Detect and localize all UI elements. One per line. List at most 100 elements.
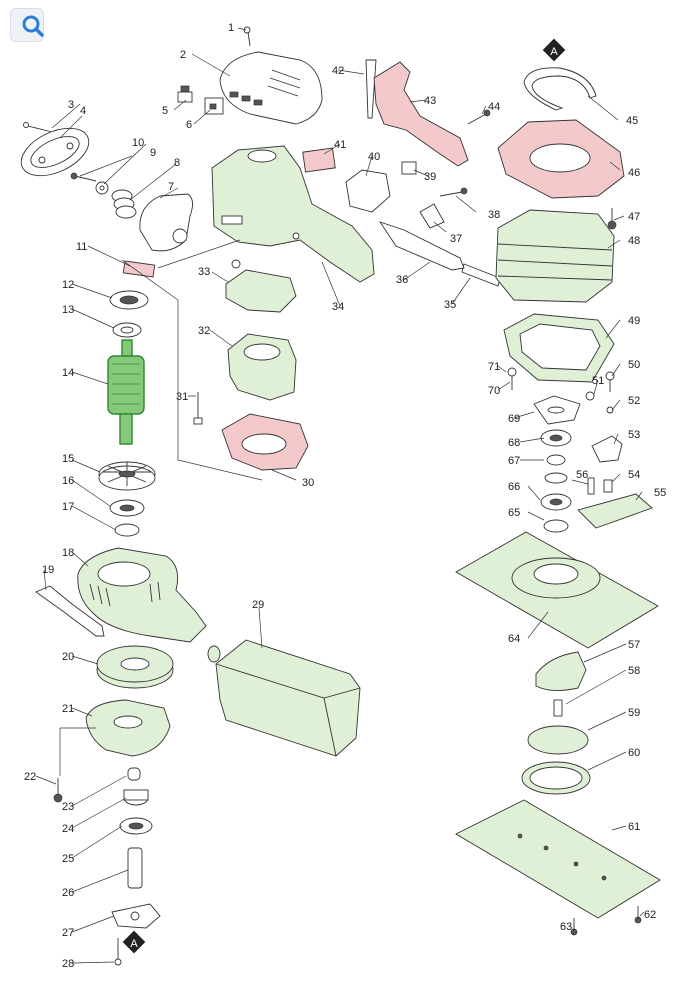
part-screw-22[interactable] [53,778,63,803]
part-screw-71[interactable] [507,367,517,390]
part-screw-50[interactable] [605,371,615,392]
callout-24: 24 [62,823,74,835]
callout-23: 23 [62,801,74,813]
part-arm-53[interactable] [591,435,623,463]
part-bellows-48[interactable] [495,209,615,303]
callout-54: 54 [628,469,640,481]
part-screw-42[interactable] [365,59,377,119]
part-switch-40[interactable] [345,169,391,213]
part-ring-68[interactable] [546,454,566,466]
part-bearing-69[interactable] [540,429,572,447]
part-clamp-37[interactable] [419,203,445,229]
part-weight-57[interactable] [535,651,587,691]
callout-66: 66 [508,481,520,493]
part-gear-20[interactable] [96,645,174,689]
part-plate-27[interactable] [111,903,161,929]
part-top-cover-2[interactable] [219,51,323,125]
callout-19: 19 [42,564,54,576]
part-clip-45[interactable] [523,67,597,111]
callout-65: 65 [508,507,520,519]
part-screw-1[interactable] [243,26,251,47]
marker-a-top: A [542,38,566,62]
callout-30: 30 [302,477,314,489]
part-spring-8[interactable] [111,189,137,219]
part-fan-gear-15[interactable] [98,461,156,491]
part-screw-31[interactable] [193,392,203,425]
callout-16: 16 [62,475,74,487]
callout-5: 5 [162,105,168,117]
part-screw-28[interactable] [114,938,122,966]
svg-text:A: A [550,46,558,58]
callout-12: 12 [62,279,74,291]
part-brush-holder-33[interactable] [225,259,297,313]
part-rod-35[interactable] [461,263,501,287]
callout-10: 10 [132,137,144,149]
part-gasket-49[interactable] [503,313,615,383]
part-screw-3[interactable] [23,122,53,133]
part-switch-5[interactable] [177,85,193,103]
part-bushing-23[interactable] [127,767,141,781]
part-spindle-26[interactable] [127,847,143,889]
callout-37: 37 [450,233,462,245]
callout-57: 57 [628,639,640,651]
part-ring-17[interactable] [114,523,140,537]
part-label-41[interactable] [302,147,336,173]
part-bearing-12[interactable] [109,290,149,310]
callout-2: 2 [180,49,186,61]
part-base-46[interactable] [497,119,625,199]
marker-a-bottom: A [122,930,146,954]
callout-11: 11 [76,241,87,253]
callout-26: 26 [62,887,74,899]
part-armature-14[interactable] [107,339,145,445]
part-screw-10[interactable] [70,172,97,182]
part-field-32[interactable] [227,333,297,401]
search-button[interactable] [10,8,44,42]
callout-56: 56 [576,469,588,481]
part-fan-housing-7[interactable] [139,193,193,252]
part-screw-47[interactable] [607,208,617,230]
part-washer-9[interactable] [95,181,109,195]
part-lever-19[interactable] [35,585,105,637]
callout-43: 43 [424,95,436,107]
part-sleeve-24[interactable] [123,789,149,806]
part-terminal-39[interactable] [401,161,417,175]
part-pin-56[interactable] [587,477,595,495]
part-plate-55[interactable] [577,493,653,529]
part-screw-58[interactable] [553,699,563,717]
part-gear-housing-18[interactable] [77,547,207,643]
callout-9: 9 [150,147,156,159]
part-bearing-25[interactable] [119,817,153,835]
svg-text:A: A [130,938,138,950]
part-handle-43[interactable] [373,61,469,167]
part-pad-61[interactable] [455,799,661,919]
part-screw-44[interactable] [467,109,491,125]
part-ring-13[interactable] [112,322,142,338]
part-screw-38[interactable] [439,187,468,197]
part-housing-34[interactable] [211,145,375,283]
part-bearing-66[interactable] [540,493,572,511]
callout-53: 53 [628,429,640,441]
part-screw-62[interactable] [634,906,642,924]
callout-28: 28 [62,958,74,970]
callout-39: 39 [424,171,436,183]
callout-47: 47 [628,211,640,223]
part-ring-67[interactable] [544,472,568,484]
part-frame-30[interactable] [221,413,309,471]
part-bearing-16[interactable] [109,499,145,517]
part-label-11[interactable] [122,260,156,278]
part-oval-plate-4[interactable] [14,119,96,186]
part-base-plate-64[interactable] [455,531,659,649]
part-ring-60[interactable] [521,761,591,795]
callout-29: 29 [252,599,264,611]
part-bracket-21[interactable] [85,699,171,757]
part-cord-guard-36[interactable] [378,221,465,271]
part-box-29[interactable] [207,639,361,757]
part-washer-51[interactable] [585,391,595,401]
part-holder-70[interactable] [533,395,581,425]
part-ring-65[interactable] [543,519,569,533]
part-pin-54[interactable] [603,479,613,493]
part-washer-52[interactable] [606,406,614,414]
callout-55: 55 [654,487,666,499]
part-disc-59[interactable] [527,725,589,755]
callout-15: 15 [62,453,74,465]
